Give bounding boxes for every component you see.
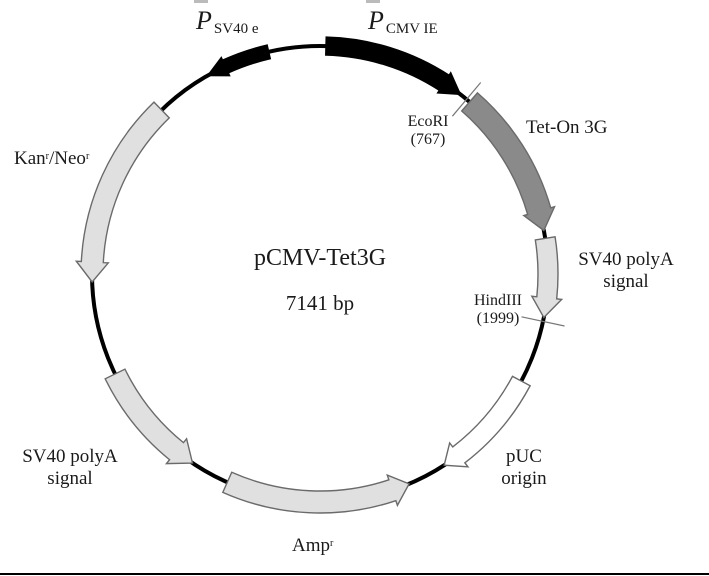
bottom-divider xyxy=(0,573,709,575)
ecori-site-tick xyxy=(451,82,482,117)
plasmid-size: 7141 bp xyxy=(285,291,355,315)
ampr-arrow xyxy=(221,471,411,514)
label-hindiii-site: HindIII (1999) xyxy=(474,292,522,327)
label-tet-on-3g: Tet-On 3G xyxy=(526,117,608,138)
top-edge-artifact xyxy=(194,0,208,3)
label-kanr-neor: Kanr/Neor xyxy=(14,148,90,169)
sv40-polya-right-arrow xyxy=(530,235,564,319)
plasmid-name: pCMV-Tet3G xyxy=(253,245,387,271)
label-sv40-polya-left: SV40 polyA signal xyxy=(22,446,118,489)
tet-on-3g-arrow xyxy=(460,91,556,232)
kanr-neor-arrow xyxy=(74,101,171,284)
label-ecori-site: EcoRI (767) xyxy=(407,113,449,148)
label-ampr: Ampr xyxy=(292,535,334,556)
puc-origin-arrow xyxy=(443,375,532,468)
sv40-polya-left-arrow xyxy=(104,368,194,465)
psv40-promoter-arrow xyxy=(206,44,272,77)
label-sv40-polya-right: SV40 polyA signal xyxy=(578,249,674,292)
top-edge-artifact xyxy=(366,0,380,3)
hindiii-site-tick xyxy=(521,316,565,327)
pcmv-promoter-arrow xyxy=(325,36,462,96)
label-puc-origin: pUC origin xyxy=(501,446,547,489)
